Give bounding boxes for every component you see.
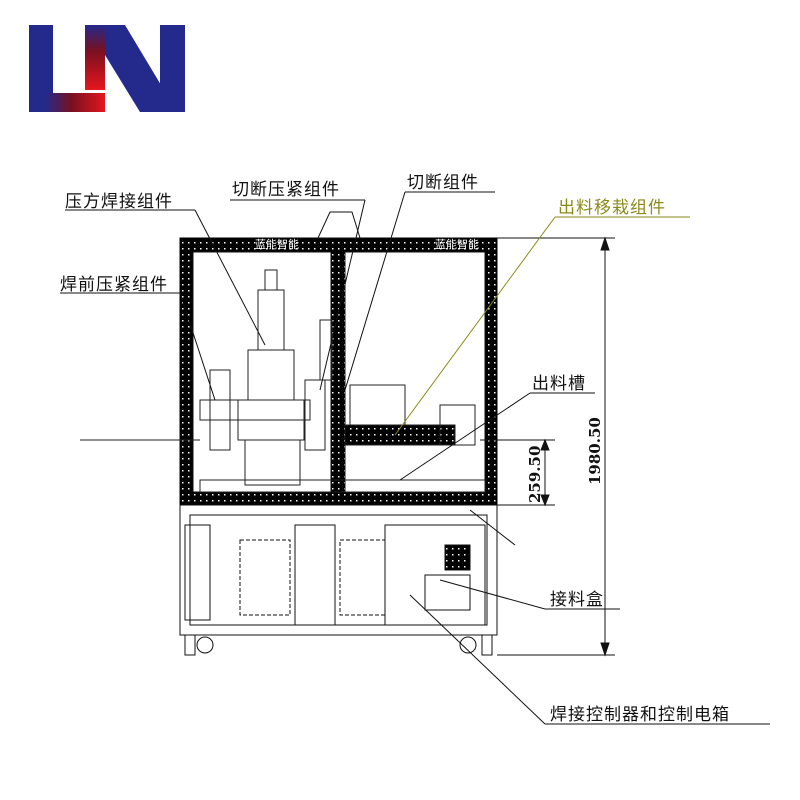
label-controller-box: 焊接控制器和控制电箱	[550, 705, 730, 725]
frame-brand-left: 蓝能智能	[255, 237, 299, 251]
mechanism-assembly	[80, 269, 486, 493]
dimension-chute-height: 259.50	[526, 446, 544, 503]
frame-brand-right: 蓝能智能	[435, 237, 479, 251]
label-pressure-weld: 压方焊接组件	[65, 192, 173, 212]
label-cut: 切断组件	[407, 173, 479, 193]
label-pre-weld-clamp: 焊前压紧组件	[60, 275, 168, 295]
dimension-lines	[480, 236, 615, 657]
label-cut-clamp: 切断压紧组件	[232, 180, 340, 200]
upper-cabinet	[179, 211, 498, 506]
label-discharge-transfer: 出料移栽组件	[558, 198, 666, 218]
leader-lines	[60, 191, 770, 725]
highlight-leader	[394, 216, 690, 436]
label-discharge-chute: 出料槽	[532, 374, 586, 394]
label-receiving-box: 接料盒	[550, 590, 604, 610]
dimension-total-height: 1980.50	[586, 417, 604, 485]
lower-cabinet	[179, 504, 516, 656]
company-logo	[29, 25, 185, 112]
